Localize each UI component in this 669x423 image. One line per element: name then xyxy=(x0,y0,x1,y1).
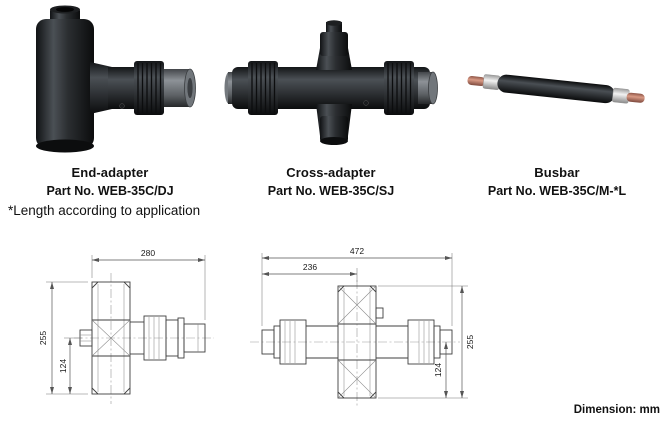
dim-cross-overall-height: 255 xyxy=(465,335,475,349)
product-busbar: Busbar Part No. WEB-35C/M-*L xyxy=(448,4,666,198)
dim-cross-lower-height: 124 xyxy=(433,363,443,377)
product-name-end-adapter: End-adapter xyxy=(71,165,149,180)
cross-adapter-render xyxy=(224,20,438,145)
end-adapter-render xyxy=(36,5,196,153)
cross-adapter-outline xyxy=(261,285,453,399)
end-adapter-image xyxy=(36,5,196,153)
product-name-busbar: Busbar xyxy=(534,165,580,180)
busbar-image xyxy=(467,74,645,104)
dim-end-overall-width: 280 xyxy=(141,248,155,258)
dim-cross-half-width: 236 xyxy=(303,262,317,272)
product-name-cross-adapter: Cross-adapter xyxy=(286,165,376,180)
cross-adapter-dimensions: 472 236 255 124 xyxy=(261,246,475,399)
product-part-busbar: Part No. WEB-35C/M-*L xyxy=(487,184,627,198)
cross-adapter-image xyxy=(224,20,438,145)
product-part-end-adapter: Part No. WEB-35C/DJ xyxy=(46,184,174,198)
dim-cross-overall-width: 472 xyxy=(350,246,364,256)
end-adapter-dimensions: 280 255 124 xyxy=(38,248,206,395)
product-end-adapter: End-adapter Part No. WEB-35C/DJ xyxy=(8,4,212,198)
cross-adapter-centerlines xyxy=(250,280,460,406)
length-note: *Length according to application xyxy=(8,203,201,218)
product-part-cross-adapter: Part No. WEB-35C/SJ xyxy=(267,184,395,198)
busbar-caption: Busbar Part No. WEB-35C/M-*L xyxy=(448,165,666,198)
cross-adapter-caption: Cross-adapter Part No. WEB-35C/SJ xyxy=(222,165,440,198)
end-adapter-caption: End-adapter Part No. WEB-35C/DJ xyxy=(8,165,212,198)
dimension-unit-label: Dimension: mm xyxy=(573,404,660,416)
product-cross-adapter: Cross-adapter Part No. WEB-35C/SJ xyxy=(222,4,440,198)
end-adapter-outline xyxy=(79,281,206,395)
busbar-render xyxy=(467,74,645,104)
dim-end-overall-height: 255 xyxy=(38,331,48,345)
cross-adapter-drawing: 472 236 255 124 xyxy=(222,242,484,417)
dim-end-lower-height: 124 xyxy=(58,359,68,373)
end-adapter-drawing: 280 255 124 xyxy=(30,242,225,417)
